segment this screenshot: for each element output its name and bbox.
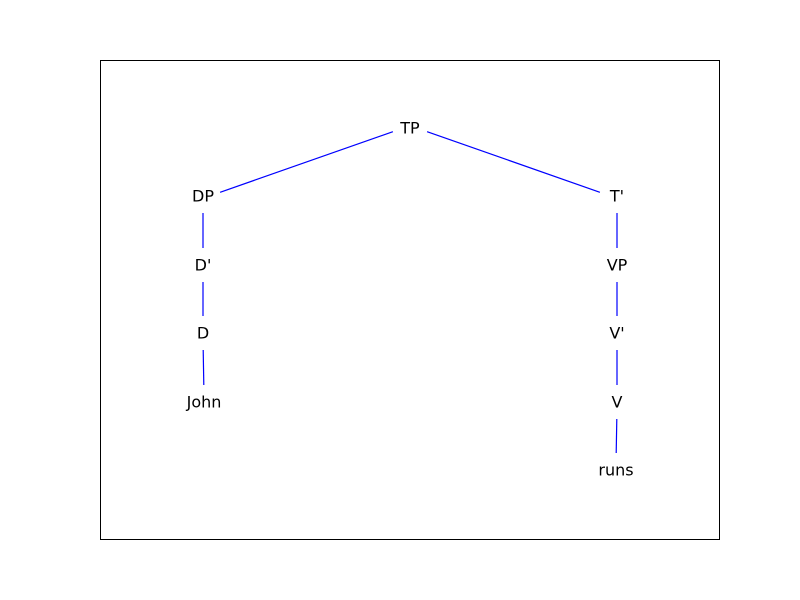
node-runs: runs <box>598 461 633 480</box>
node-d-bar: D' <box>195 256 212 275</box>
node-tp: TP <box>399 119 420 138</box>
edge-d-john <box>202 349 205 386</box>
node-v: V <box>612 393 623 412</box>
node-john: John <box>186 393 222 412</box>
plot-frame <box>100 60 720 540</box>
edge-tp-dp <box>219 131 394 193</box>
node-dp: DP <box>192 187 214 206</box>
edge-tp-t-bar <box>426 131 601 193</box>
node-d: D <box>197 324 209 343</box>
node-vp: VP <box>607 256 628 275</box>
node-t-bar: T' <box>609 187 624 206</box>
node-v-bar: V' <box>609 324 624 343</box>
tree-edges <box>202 131 618 454</box>
edge-v-runs <box>615 418 618 454</box>
